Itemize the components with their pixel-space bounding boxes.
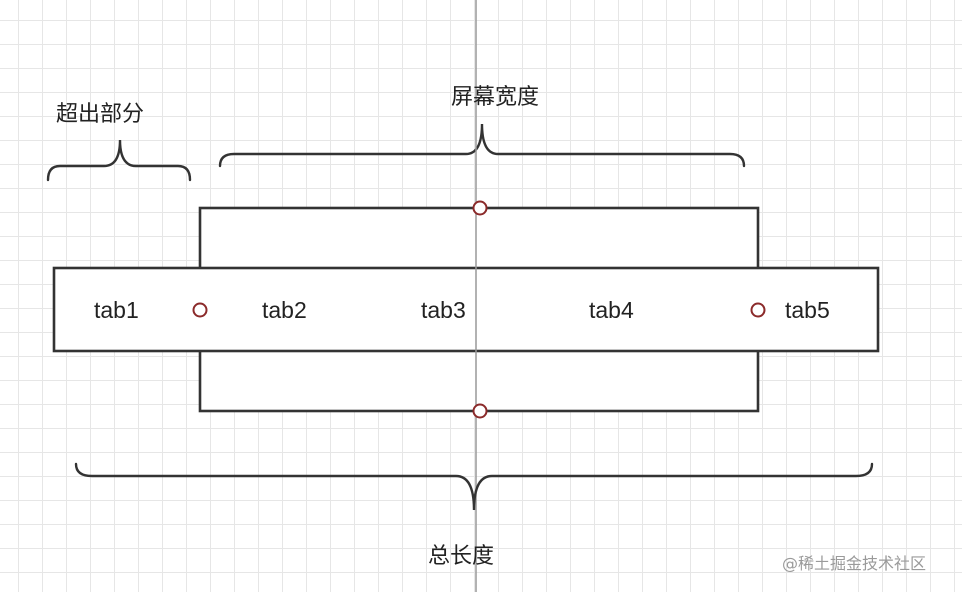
tab-label-5: tab5: [785, 297, 830, 323]
watermark: @稀土掘金技术社区: [782, 554, 927, 573]
tab-label-2: tab2: [262, 297, 307, 323]
screen-width-label: 屏幕宽度: [451, 85, 540, 110]
total-length-label: 总长度: [428, 544, 495, 569]
marker-screen-right: [750, 302, 766, 318]
total-length-brace: [74, 462, 874, 511]
overflow-part-label: 超出部分: [56, 102, 145, 127]
overflow-brace: [46, 139, 192, 182]
tab-label-4: tab4: [589, 297, 634, 323]
marker-screen-bottom: [472, 403, 488, 419]
screen-width-brace: [218, 123, 746, 168]
tab-label-3: tab3: [421, 297, 466, 323]
tab-bar-rectangle: [52, 266, 880, 353]
tab-label-1: tab1: [94, 297, 139, 323]
marker-screen-top: [472, 200, 488, 216]
marker-screen-left: [192, 302, 208, 318]
